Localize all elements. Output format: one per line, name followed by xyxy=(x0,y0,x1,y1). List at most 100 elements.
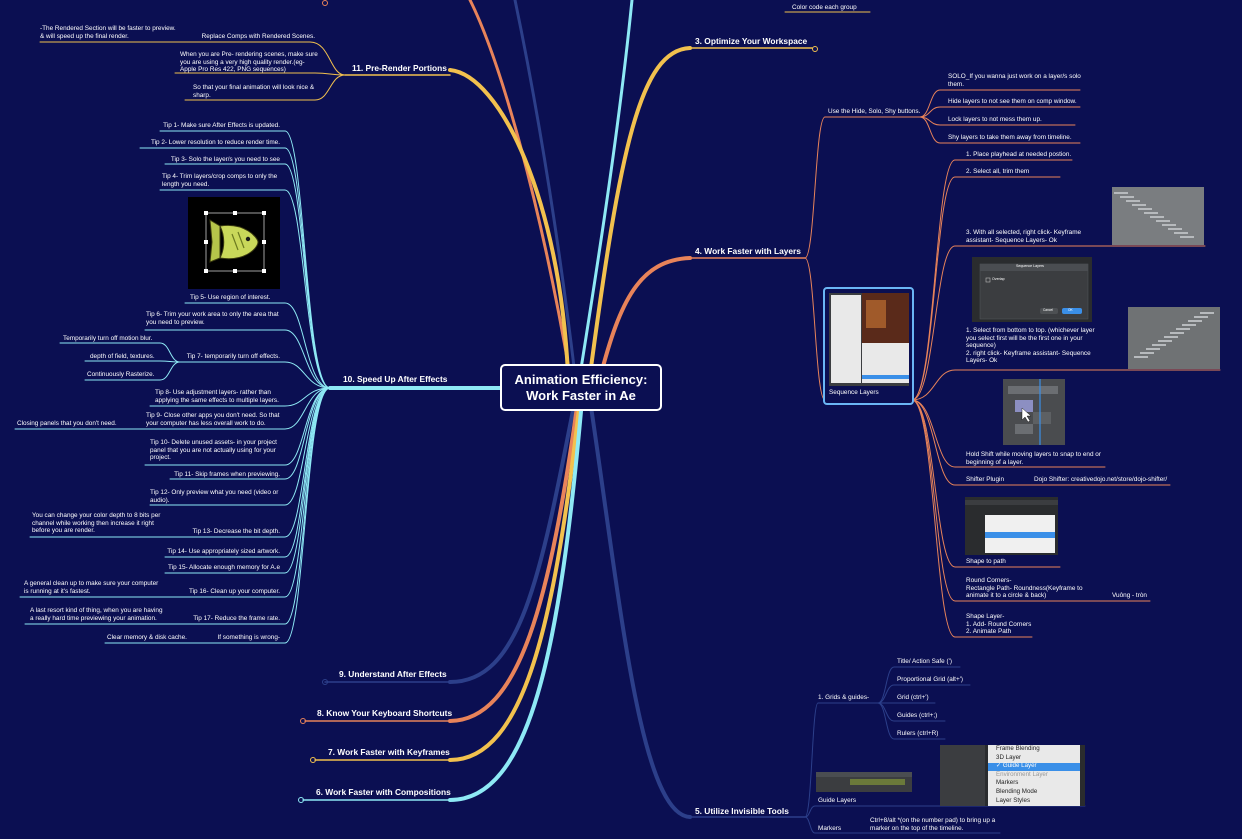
clear-cache[interactable]: Clear memory & disk cache. xyxy=(107,634,187,641)
something-wrong[interactable]: If something is wrong- xyxy=(217,634,280,641)
menu-item: 3D Layer xyxy=(996,753,1022,761)
menu-item: Frame Blending xyxy=(996,745,1040,752)
hold-shift-node[interactable]: Hold Shift while moving layers to snap t… xyxy=(966,451,1101,466)
tip-15[interactable]: Tip 15- Allocate enough memory for A.e xyxy=(167,564,280,571)
round-corners-node[interactable]: Round Corners- Rectangle Path- Roundness… xyxy=(966,577,1083,600)
hide-solo-shy-node[interactable]: Use the Hide, Solo, Shy buttons. xyxy=(828,108,921,115)
tip-13-color-depth[interactable]: You can change your color depth to 8 bit… xyxy=(32,512,161,535)
shy-node[interactable]: Shy layers to take them away from timeli… xyxy=(948,134,1072,141)
tip-14[interactable]: Tip 14- Use appropriately sized artwork. xyxy=(167,548,280,555)
markers-note[interactable]: Ctrl+8/alt *(on the number pad) to bring… xyxy=(870,817,996,832)
tip-17[interactable]: Tip 17- Reduce the frame rate. xyxy=(193,615,280,622)
tip-8[interactable]: Tip 8- Use adjustment layers- rather tha… xyxy=(155,389,279,404)
guide-layers-node[interactable]: Guide Layers xyxy=(818,797,857,804)
fish-thumbnail xyxy=(188,197,280,289)
branch-utilize-invisible-tools[interactable]: 5. Utilize Invisible Tools xyxy=(695,806,789,816)
proportional-grid-node[interactable]: Proportional Grid (alt+') xyxy=(897,676,964,683)
branch-link-b9 xyxy=(448,398,577,684)
branch-optimize-workspace[interactable]: 3. Optimize Your Workspace xyxy=(695,36,808,46)
tip-7-rasterize[interactable]: Continuously Rasterize. xyxy=(87,371,155,378)
branch-counter[interactable] xyxy=(322,679,328,685)
high-quality-render-node[interactable]: When you are Pre- rendering scenes, make… xyxy=(180,51,318,74)
color-code-node[interactable]: Color code each group xyxy=(792,4,857,11)
sequence-layers-caption: Sequence Layers xyxy=(829,389,879,396)
tip-7[interactable]: Tip 7- temporarily turn off effects. xyxy=(186,353,280,360)
menu-item: Layer Styles xyxy=(996,796,1031,804)
seq-step-1[interactable]: 1. Place playhead at needed postion. xyxy=(966,151,1072,158)
branch-work-faster-keyframes[interactable]: 7. Work Faster with Keyframes xyxy=(328,747,450,757)
dialog-ok-button: OK xyxy=(1068,308,1073,312)
seq-bottom-to-top[interactable]: 1. Select from bottom to top. (whichever… xyxy=(966,327,1095,365)
snap-timeline-thumbnail xyxy=(1003,379,1065,445)
branch-work-faster-compositions[interactable]: 6. Work Faster with Compositions xyxy=(316,787,451,797)
vuong-tron-node[interactable]: Vuông - tròn xyxy=(1112,592,1147,599)
sequence-layers-thumbnail[interactable] xyxy=(823,287,914,405)
shape-layer-node[interactable]: Shape Layer- 1. Add- Round Corners 2. An… xyxy=(966,613,1032,636)
title-action-safe-node[interactable]: Title/ Action Safe (') xyxy=(897,658,952,665)
tip-9-closing-panels[interactable]: Closing panels that you don't need. xyxy=(17,420,117,427)
markers-node[interactable]: Markers xyxy=(818,825,842,832)
branch-link-b11 xyxy=(448,68,570,377)
solo-node[interactable]: SOLO_If you wanna just work on a layer/s… xyxy=(948,73,1081,88)
menu-item: Environment Layer xyxy=(996,770,1048,778)
branch-pre-render[interactable]: 11. Pre-Render Portions xyxy=(352,63,447,73)
tip-1[interactable]: Tip 1- Make sure After Effects is update… xyxy=(163,122,280,129)
tip-10[interactable]: Tip 10- Delete unused assets- in your pr… xyxy=(150,439,277,462)
tip-3[interactable]: Tip 3- Solo the layer/s you need to see xyxy=(170,156,280,163)
timeline-staircase-reversed-thumbnail xyxy=(1128,307,1220,369)
seq-step-2[interactable]: 2. Select all, trim them xyxy=(966,168,1030,175)
nice-sharp-node[interactable]: So that your final animation will look n… xyxy=(193,84,315,99)
tip-4[interactable]: Tip 4- Trim layers/crop comps to only th… xyxy=(162,173,278,188)
lock-node[interactable]: Lock layers to not mess them up. xyxy=(948,116,1042,123)
tip-5[interactable]: Tip 5- Use region of interest. xyxy=(190,294,271,301)
central-topic[interactable]: Animation Efficiency: Work Faster in Ae xyxy=(500,364,662,411)
central-title-line1: Animation Efficiency: xyxy=(514,372,648,387)
hide-node[interactable]: Hide layers to not see them on comp wind… xyxy=(948,98,1077,105)
branch-speed-up-ae[interactable]: 10. Speed Up After Effects xyxy=(343,374,448,384)
tip-11[interactable]: Tip 11- Skip frames when previewing. xyxy=(174,471,280,478)
dialog-cancel-button: Cancel xyxy=(1043,308,1053,312)
branch-link-b5 xyxy=(588,398,692,819)
tip-16[interactable]: Tip 16- Clean up your computer. xyxy=(188,588,280,595)
branch-counter[interactable] xyxy=(298,797,304,803)
branch-counter[interactable] xyxy=(812,46,818,52)
seq-step-3[interactable]: 3. With all selected, right click- Keyfr… xyxy=(966,229,1082,244)
central-title-line2: Work Faster in Ae xyxy=(526,388,636,403)
layer-context-menu-thumbnail xyxy=(940,745,1085,806)
shifter-plugin-node[interactable]: Shifter Plugin xyxy=(966,476,1005,483)
replace-comps-node[interactable]: Replace Comps with Rendered Scenes. xyxy=(201,33,315,40)
branch-work-faster-layers[interactable]: 4. Work Faster with Layers xyxy=(695,246,801,256)
branch-link-top-blue xyxy=(513,0,577,377)
tip-2[interactable]: Tip 2- Lower resolution to reduce render… xyxy=(150,139,280,146)
sequence-dialog-thumbnail xyxy=(972,257,1092,322)
branch-counter[interactable] xyxy=(300,718,306,724)
rendered-section-note[interactable]: -The Rendered Section will be faster to … xyxy=(40,25,176,40)
layer-context-menu: Frame Blending 3D Layer ✓ Guide Layer En… xyxy=(996,745,1080,806)
shape-to-path-thumbnail xyxy=(965,497,1058,555)
tip-7-dof[interactable]: depth of field, textures. xyxy=(90,353,155,360)
branch-link-top-cyan xyxy=(578,0,634,377)
branch-link-b3 xyxy=(588,46,692,377)
tip-16-clean-up[interactable]: A general clean up to make sure your com… xyxy=(24,580,159,595)
dialog-title: Sequence Layers xyxy=(1016,264,1044,268)
branch-keyboard-shortcuts[interactable]: 8. Know Your Keyboard Shortcuts xyxy=(317,708,453,718)
branch-understand-ae[interactable]: 9. Understand After Effects xyxy=(339,669,447,679)
branch-link-b7 xyxy=(448,398,582,762)
grids-guides-node[interactable]: 1. Grids & guides- xyxy=(818,694,870,701)
shape-to-path-node[interactable]: Shape to path xyxy=(966,558,1006,565)
branch-counter[interactable] xyxy=(322,0,328,6)
rulers-node[interactable]: Rulers (ctrl+R) xyxy=(897,730,939,737)
tip-9[interactable]: Tip 9- Close other apps you don't need. … xyxy=(146,412,280,427)
tip-6[interactable]: Tip 6- Trim your work area to only the a… xyxy=(146,311,279,326)
dojo-shifter-link[interactable]: Dojo Shifter: creativedojo.net/store/doj… xyxy=(1034,476,1168,483)
tip-17-last-resort[interactable]: A last resort kind of thing, when you ar… xyxy=(30,607,163,622)
branch-counter[interactable] xyxy=(310,757,316,763)
guides-node[interactable]: Guides (ctrl+;) xyxy=(897,712,938,719)
tip-12[interactable]: Tip 12- Only preview what you need (vide… xyxy=(150,489,279,504)
tip-7-motion-blur[interactable]: Temporarily turn off motion blur. xyxy=(63,335,153,342)
tip-13[interactable]: Tip 13- Decrease the bit depth. xyxy=(192,528,280,535)
timeline-staircase-thumbnail xyxy=(1112,187,1204,245)
grid-node[interactable]: Grid (ctrl+') xyxy=(897,694,929,701)
menu-item-guide-layer: ✓ Guide Layer xyxy=(996,762,1037,770)
